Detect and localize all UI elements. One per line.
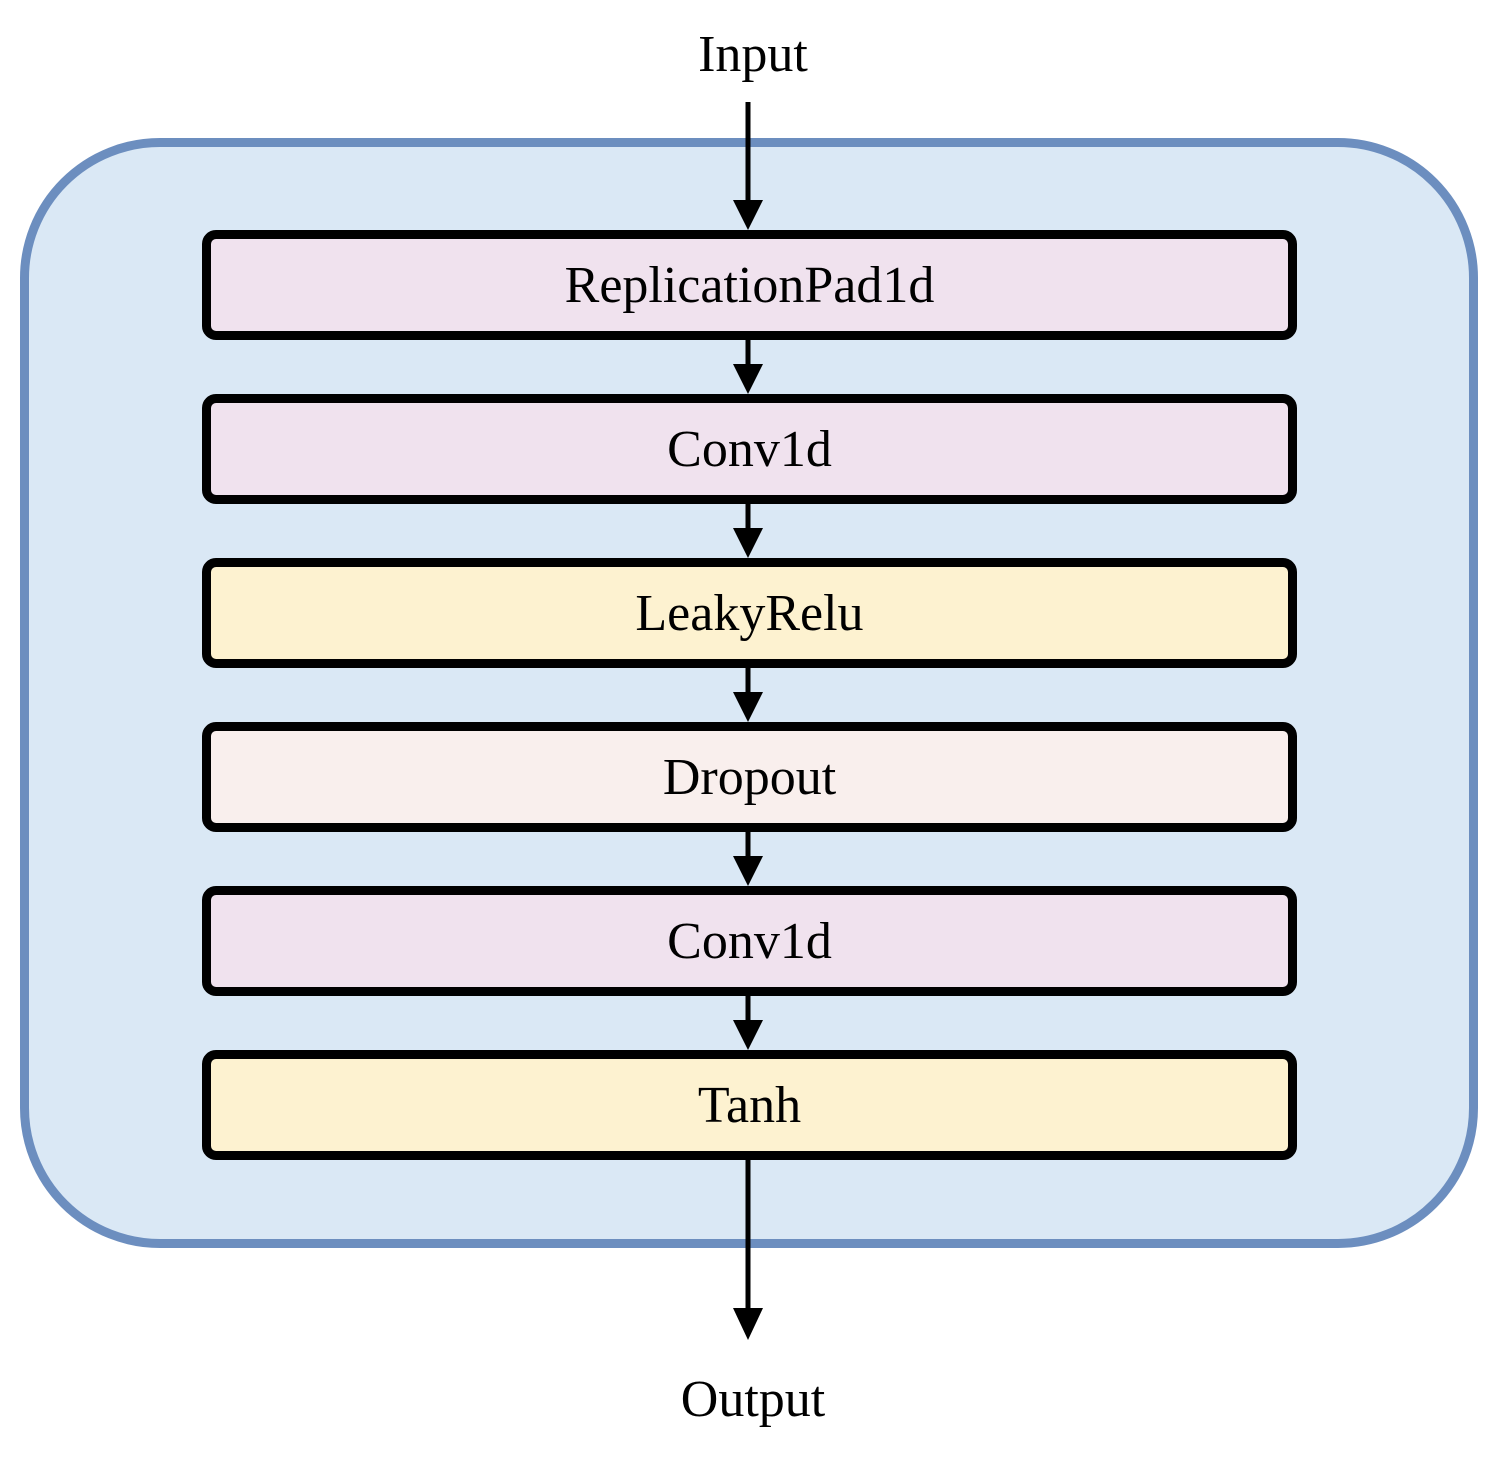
layer-conv1d-2: Conv1d: [202, 886, 1297, 996]
arrowhead-7: [733, 1308, 763, 1340]
layer-leakyrelu: LeakyRelu: [202, 558, 1297, 668]
input-label: Input: [698, 26, 808, 83]
output-label: Output: [680, 1371, 826, 1428]
layer-conv1d-1: Conv1d: [202, 394, 1297, 504]
layer-dropout: Dropout: [202, 722, 1297, 832]
layer-replicationpad1d: ReplicationPad1d: [202, 230, 1297, 340]
layer-tanh: Tanh: [202, 1050, 1297, 1160]
